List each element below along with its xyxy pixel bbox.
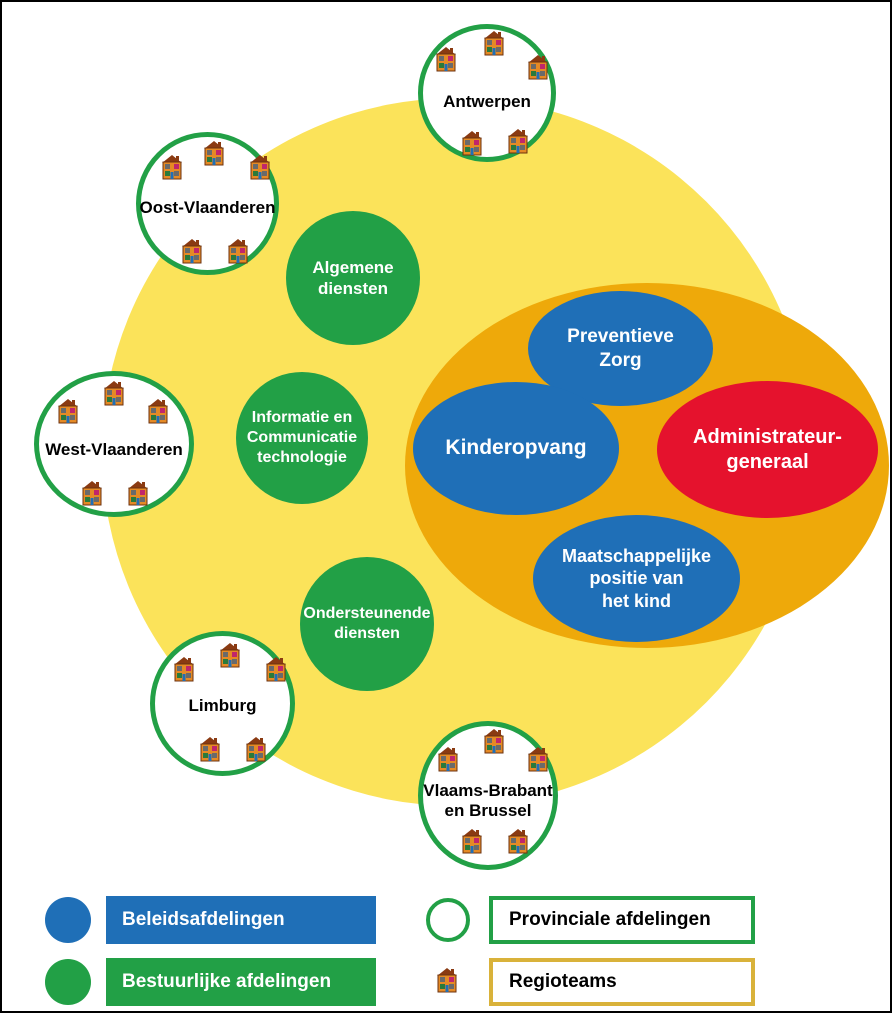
house-icon (172, 656, 196, 682)
legend-bestuur-swatch (45, 959, 91, 1005)
house-icon (102, 380, 126, 406)
house-icon (436, 746, 460, 772)
province-limburg-label: Limburg (188, 696, 257, 715)
preventieve-zorg-label: Preventieve Zorg (567, 325, 674, 371)
house-icon (460, 130, 484, 156)
house-icon (180, 238, 204, 264)
legend-regio-label: Regioteams (489, 958, 755, 1006)
house-icon (434, 46, 458, 72)
house-icon (482, 30, 506, 56)
ondersteunende-diensten-label: Ondersteunende diensten (303, 605, 431, 642)
house-icon (506, 828, 530, 854)
legend-beleid-label: Beleidsafdelingen (106, 896, 376, 944)
house-icon (202, 140, 226, 166)
house-icon (264, 656, 288, 682)
province-oost-vlaanderen (136, 132, 279, 275)
administrateur-generaal-node (657, 381, 878, 518)
legend-provinciaal-swatch (426, 898, 470, 942)
legend-bestuur-label: Bestuurlijke afdelingen (106, 958, 376, 1006)
legend-beleid-swatch (45, 897, 91, 943)
kinderopvang-label: Kinderopvang (445, 436, 587, 460)
ondersteunende-diensten-node (300, 557, 434, 691)
ict-node (236, 372, 368, 504)
province-vlaams-brabant-label: Vlaams-Brabant en Brussel (423, 781, 553, 820)
house-icon (226, 238, 250, 264)
house-icon (435, 967, 459, 993)
house-icon (244, 736, 268, 762)
maatschappelijke-positie-label: Maatschappelijke positie van het kind (561, 545, 712, 611)
house-icon (482, 728, 506, 754)
province-west-vlaanderen-label: West-Vlaanderen (45, 440, 183, 459)
house-icon (126, 480, 150, 506)
preventieve-zorg-node (528, 291, 713, 406)
house-icon (218, 642, 242, 668)
house-icon (146, 398, 170, 424)
province-oost-vlaanderen-label: Oost-Vlaanderen (139, 198, 276, 217)
house-icon (526, 746, 550, 772)
house-icon (160, 154, 184, 180)
house-icon (198, 736, 222, 762)
administrateur-generaal-label: Administrateur- generaal (693, 425, 842, 473)
algemene-diensten-label: Algemene diensten (312, 257, 394, 298)
algemene-diensten-node (286, 211, 420, 345)
province-vlaams-brabant (418, 721, 558, 870)
ict-label: Informatie en Communicatie technologie (246, 409, 358, 466)
house-icon (56, 398, 80, 424)
kinderopvang-node (413, 382, 619, 515)
house-icon (248, 154, 272, 180)
house-icon (506, 128, 530, 154)
legend-provinciaal-label: Provinciale afdelingen (489, 896, 755, 944)
province-antwerpen-label: Antwerpen (443, 92, 531, 111)
maatschappelijke-positie-node (533, 515, 740, 642)
house-icon (460, 828, 484, 854)
house-icon (526, 54, 550, 80)
house-icon (80, 480, 104, 506)
